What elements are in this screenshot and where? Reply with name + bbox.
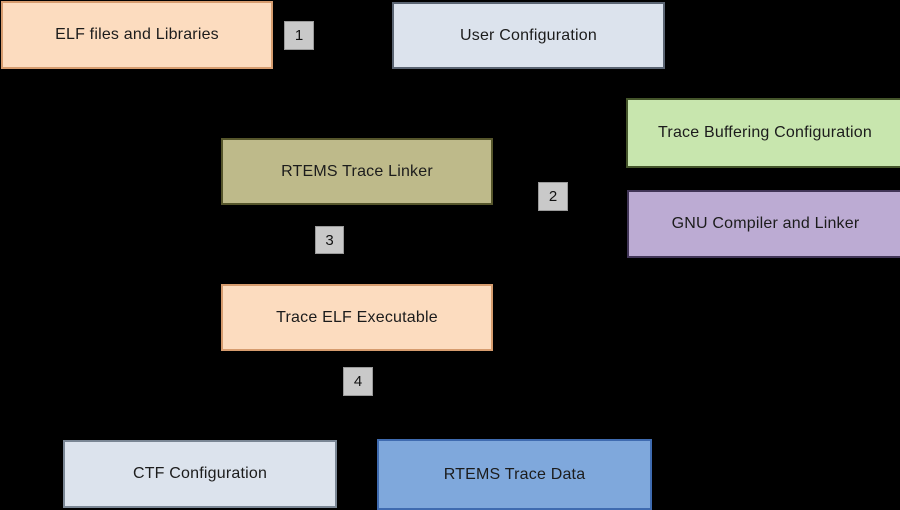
node-rtems-trace-linker: RTEMS Trace Linker (221, 138, 493, 205)
node-trace-elf-executable: Trace ELF Executable (221, 284, 493, 351)
step-badge-2: 2 (538, 182, 568, 211)
node-label: Trace ELF Executable (276, 308, 438, 326)
node-user-configuration: User Configuration (392, 2, 665, 69)
node-label: CTF Configuration (132, 465, 268, 482)
node-trace-buffering-configuration: Trace Buffering Configuration (626, 98, 900, 168)
node-elf-files-and-libraries: ELF files and Libraries (1, 1, 273, 69)
node-rtems-trace-data: RTEMS Trace Data (377, 439, 652, 510)
node-label: Trace Buffering Configuration (658, 124, 872, 141)
step-badge-label: 2 (548, 188, 558, 205)
step-badge-1: 1 (284, 21, 314, 50)
step-badge-3: 3 (315, 226, 344, 254)
node-label: GNU Compiler and Linker (671, 215, 860, 232)
node-label: RTEMS Trace Data (443, 465, 586, 483)
step-badge-label: 4 (353, 373, 363, 390)
step-badge-label: 3 (325, 231, 334, 249)
node-gnu-compiler-and-linker: GNU Compiler and Linker (627, 190, 900, 258)
node-ctf-configuration: CTF Configuration (63, 440, 337, 508)
step-badge-label: 1 (294, 27, 304, 44)
node-label: User Configuration (460, 26, 597, 44)
step-badge-4: 4 (343, 367, 373, 396)
node-label: ELF files and Libraries (55, 26, 219, 43)
node-label: RTEMS Trace Linker (281, 162, 433, 180)
